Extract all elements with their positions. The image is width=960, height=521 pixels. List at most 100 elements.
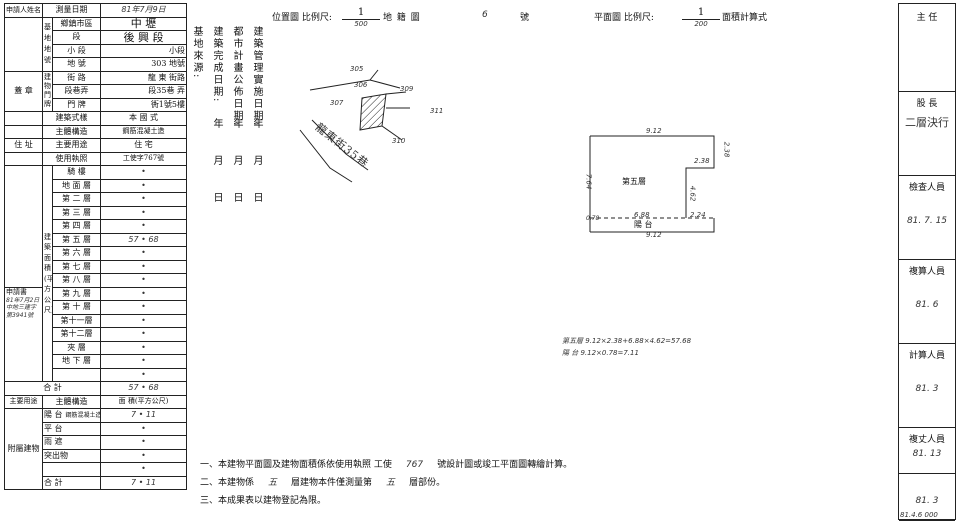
dim-left: 7.64 bbox=[584, 173, 593, 190]
annex-row: 合 計 bbox=[42, 475, 101, 490]
structure-label: 主體構造 bbox=[42, 124, 101, 139]
location-map-label: 位置圖 比例尺: bbox=[272, 13, 332, 23]
approval-cell: 股 長二層決行 bbox=[899, 92, 955, 176]
note-text: 二、本建物係 bbox=[200, 478, 255, 488]
lot-label-306: 306 bbox=[354, 81, 368, 89]
dim-bottom-inner: 6.88 bbox=[634, 211, 650, 219]
floor-scale-den: 200 bbox=[694, 20, 708, 28]
approval-label: 檢查人員 bbox=[908, 183, 945, 193]
floor-label: 第十二層 bbox=[52, 327, 101, 342]
approval-signature: 81. 13 bbox=[912, 449, 942, 459]
floor-value: • bbox=[100, 178, 187, 193]
dim-right-top: 2.38 bbox=[722, 141, 731, 158]
floor-scale-num: 1 bbox=[697, 7, 705, 18]
annex-row: 突出物 bbox=[42, 448, 101, 463]
floor-label: 第十一層 bbox=[52, 313, 101, 328]
area-calc-label: 面積計算式 bbox=[722, 13, 768, 23]
floor-value: • bbox=[100, 246, 187, 261]
floors-group-label: 建築面積(平方公尺) bbox=[42, 165, 53, 382]
lot-303-hatched bbox=[359, 93, 387, 131]
township-label: 鄉鎮市區 bbox=[52, 16, 101, 31]
main-use-label: 主要用途 bbox=[42, 138, 101, 153]
annex-group-label: 附屬建物 bbox=[4, 408, 43, 490]
floor-label: 第 十 層 bbox=[52, 300, 101, 315]
formula-floor5: 第五層 9.12×2.38+6.88×4.62=57.68 bbox=[562, 337, 692, 345]
note-fill: 五 bbox=[268, 478, 278, 488]
approval-signature: 81. 3 bbox=[915, 495, 939, 506]
floor-label: 第 三 層 bbox=[52, 205, 101, 220]
room-label: 第五層 bbox=[622, 177, 646, 186]
dim-balcony-width: 9.12 bbox=[646, 231, 662, 239]
map-number: 6 bbox=[482, 10, 488, 20]
location-scale-den: 500 bbox=[354, 20, 368, 28]
floor-label bbox=[52, 367, 101, 382]
lot-value: 303 地號 bbox=[100, 57, 187, 72]
floor-value: • bbox=[100, 300, 187, 315]
approval-signature: 81. 6 bbox=[915, 300, 939, 310]
lot-label: 地 號 bbox=[52, 57, 101, 72]
note-text: 三、本成果表以建物登記為限。 bbox=[200, 496, 327, 506]
building-style-label: 建築式樣 bbox=[42, 111, 101, 126]
floor-label: 第 七 層 bbox=[52, 259, 101, 274]
annex-value: • bbox=[100, 421, 187, 436]
note-line: 三、本成果表以建物登記為限。 bbox=[200, 497, 354, 506]
floor-scale-bar bbox=[682, 19, 720, 20]
total-value: 57 • 68 bbox=[100, 381, 187, 396]
main-use-value: 住 宅 bbox=[100, 138, 187, 153]
floor-value: • bbox=[100, 354, 187, 369]
annex-label: 平 台 bbox=[44, 423, 63, 433]
annex-header-area: 面 積(平方公尺) bbox=[100, 394, 187, 409]
lane-value: 段35巷 弄 bbox=[100, 84, 187, 99]
floor-label: 騎 樓 bbox=[52, 165, 101, 180]
structure-value: 鋼筋混凝土造 bbox=[100, 124, 187, 139]
annex-value: • bbox=[100, 448, 187, 463]
floor-value: • bbox=[100, 192, 187, 207]
approval-label: 股 長 bbox=[916, 99, 938, 109]
subsection-value: 小段 bbox=[100, 43, 187, 58]
dim-step: 2.38 bbox=[694, 157, 710, 165]
floor-label: 地 下 層 bbox=[52, 354, 101, 369]
location-scale-num: 1 bbox=[357, 7, 365, 18]
floor-value: • bbox=[100, 205, 187, 220]
date-item-label: 建築完成日期: bbox=[211, 26, 222, 104]
approval-cell: 主 任 bbox=[899, 4, 955, 92]
building-door-label: 建物門牌 bbox=[42, 70, 53, 112]
floor-label: 夾 層 bbox=[52, 340, 101, 355]
floors-section: 建築面積(平方公尺)騎 樓•地 面 層•第 二 層•第 三 層•第 四 層•第 … bbox=[4, 165, 187, 382]
approval-label: 複丈人員 bbox=[908, 435, 945, 445]
subsection-label: 小 段 bbox=[52, 43, 101, 58]
floor-value: 57 • 68 bbox=[100, 232, 187, 247]
note-text3: 層部份。 bbox=[409, 478, 446, 488]
approval-label: 主 任 bbox=[916, 13, 938, 23]
floor-label: 第 九 層 bbox=[52, 286, 101, 301]
formula-balcony: 陽 台 9.12×0.78=7.11 bbox=[562, 349, 639, 357]
street-label: 街 路 bbox=[52, 70, 101, 85]
dim-inner: 4.62 bbox=[688, 185, 697, 202]
floor-label: 第 二 層 bbox=[52, 192, 101, 207]
annex-row: 雨 遮 bbox=[42, 435, 101, 450]
floor-value: • bbox=[100, 259, 187, 274]
floor-label: 第 八 層 bbox=[52, 273, 101, 288]
section-value: 後 興 段 bbox=[100, 30, 187, 45]
annex-row bbox=[42, 462, 101, 477]
approval-label: 計算人員 bbox=[908, 351, 945, 361]
right-footer: 81.4.6 000 bbox=[900, 511, 938, 519]
annex-row: 平 台 bbox=[42, 421, 101, 436]
dim-bottom-right: 2.24 bbox=[690, 211, 706, 219]
map-number-unit: 號 bbox=[520, 13, 530, 23]
permit-label: 使用執照 bbox=[42, 151, 101, 166]
annex-row: 陽 台鋼筋混凝土造 bbox=[42, 408, 101, 423]
total-label: 合 計 bbox=[4, 381, 101, 396]
balcony-label: 陽 台 bbox=[634, 220, 653, 229]
floor-plan bbox=[589, 135, 715, 233]
floor-value: • bbox=[100, 165, 187, 180]
approval-signature: 二層決行 bbox=[905, 116, 949, 129]
lane-label: 段巷弄 bbox=[52, 84, 101, 99]
